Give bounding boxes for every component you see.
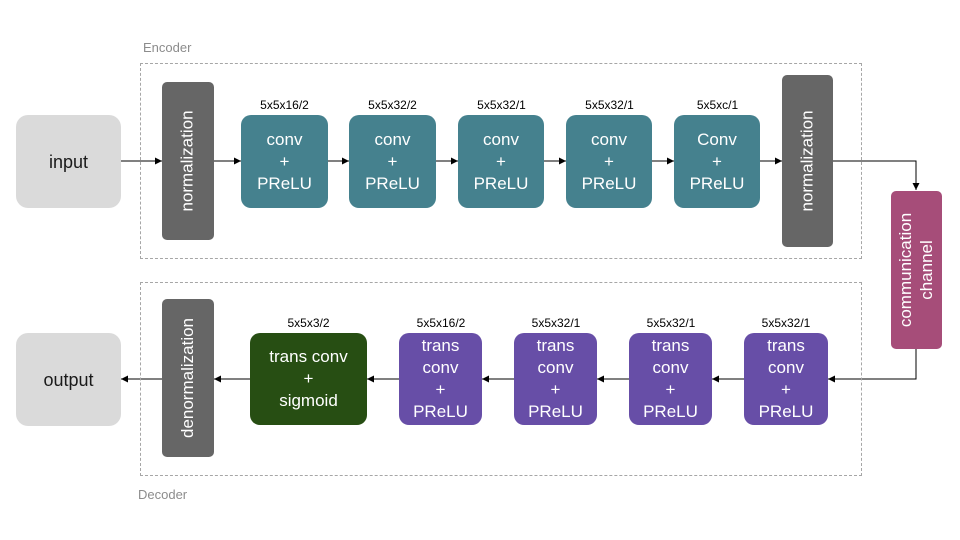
- arrow-norm-to-channel: [833, 160, 920, 190]
- encoder-block-4: conv + PReLU: [566, 115, 652, 208]
- decoder-block-2-param: 5x5x32/1: [531, 316, 581, 330]
- encoder-normalization: normalization: [162, 82, 214, 240]
- encoder-block-1: conv + PReLU: [241, 115, 328, 208]
- encoder-block-2-param: 5x5x32/2: [368, 98, 417, 112]
- decoder-block-3-param: 5x5x32/1: [646, 316, 696, 330]
- decoder-block-4: trans conv + PReLU: [744, 333, 828, 425]
- decoder-block-4-text: trans conv + PReLU: [758, 336, 814, 421]
- input-node: input: [16, 115, 121, 208]
- encoder-label: Encoder: [143, 40, 192, 55]
- encoder-block-1-text: conv + PReLU: [257, 129, 312, 193]
- decoder-region: [140, 282, 862, 476]
- encoder-block-4-text: conv + PReLU: [581, 129, 637, 193]
- decoder-block-1-text: trans conv + PReLU: [413, 336, 468, 421]
- encoder-block-5: Conv + PReLU: [674, 115, 760, 208]
- decoder-final-text: trans conv + sigmoid: [269, 347, 348, 410]
- decoder-block-3-text: trans conv + PReLU: [643, 336, 698, 421]
- decoder-label: Decoder: [138, 487, 188, 502]
- encoder-block-5-text: Conv + PReLU: [689, 129, 745, 193]
- arrow-channel-to-decoder: [828, 348, 917, 383]
- decoder-block-2-text: trans conv + PReLU: [528, 336, 583, 421]
- encoder-block-4-param: 5x5x32/1: [585, 98, 634, 112]
- encoder-block-2-text: conv + PReLU: [365, 129, 420, 193]
- decoder-final-param: 5x5x3/2: [287, 316, 330, 330]
- encoder-block-2: conv + PReLU: [349, 115, 436, 208]
- communication-channel: communication channel: [891, 191, 942, 349]
- decoder-block-1-param: 5x5x16/2: [416, 316, 466, 330]
- encoder-block-3-param: 5x5x32/1: [477, 98, 526, 112]
- output-node: output: [16, 333, 121, 426]
- decoder-block-4-param: 5x5x32/1: [761, 316, 811, 330]
- encoder-block-3-text: conv + PReLU: [473, 129, 529, 193]
- encoder-block-3: conv + PReLU: [458, 115, 544, 208]
- denormalization: denormalization: [162, 299, 214, 457]
- output-label: output: [43, 369, 94, 390]
- communication-channel-label: communication channel: [896, 212, 937, 328]
- decoder-final-block: trans conv + sigmoid: [250, 333, 367, 425]
- decoder-block-3: trans conv + PReLU: [629, 333, 712, 425]
- encoder-block-1-param: 5x5x16/2: [260, 98, 309, 112]
- encoder-normalization-label: normalization: [178, 110, 198, 212]
- encoder-output-normalization: normalization: [782, 75, 833, 247]
- input-label: input: [48, 151, 89, 172]
- encoder-output-normalization-label: normalization: [797, 110, 817, 212]
- decoder-block-2: trans conv + PReLU: [514, 333, 597, 425]
- decoder-block-1: trans conv + PReLU: [399, 333, 482, 425]
- encoder-region: [140, 63, 862, 259]
- encoder-block-5-param: 5x5xc/1: [696, 98, 739, 112]
- denormalization-label: denormalization: [178, 317, 198, 439]
